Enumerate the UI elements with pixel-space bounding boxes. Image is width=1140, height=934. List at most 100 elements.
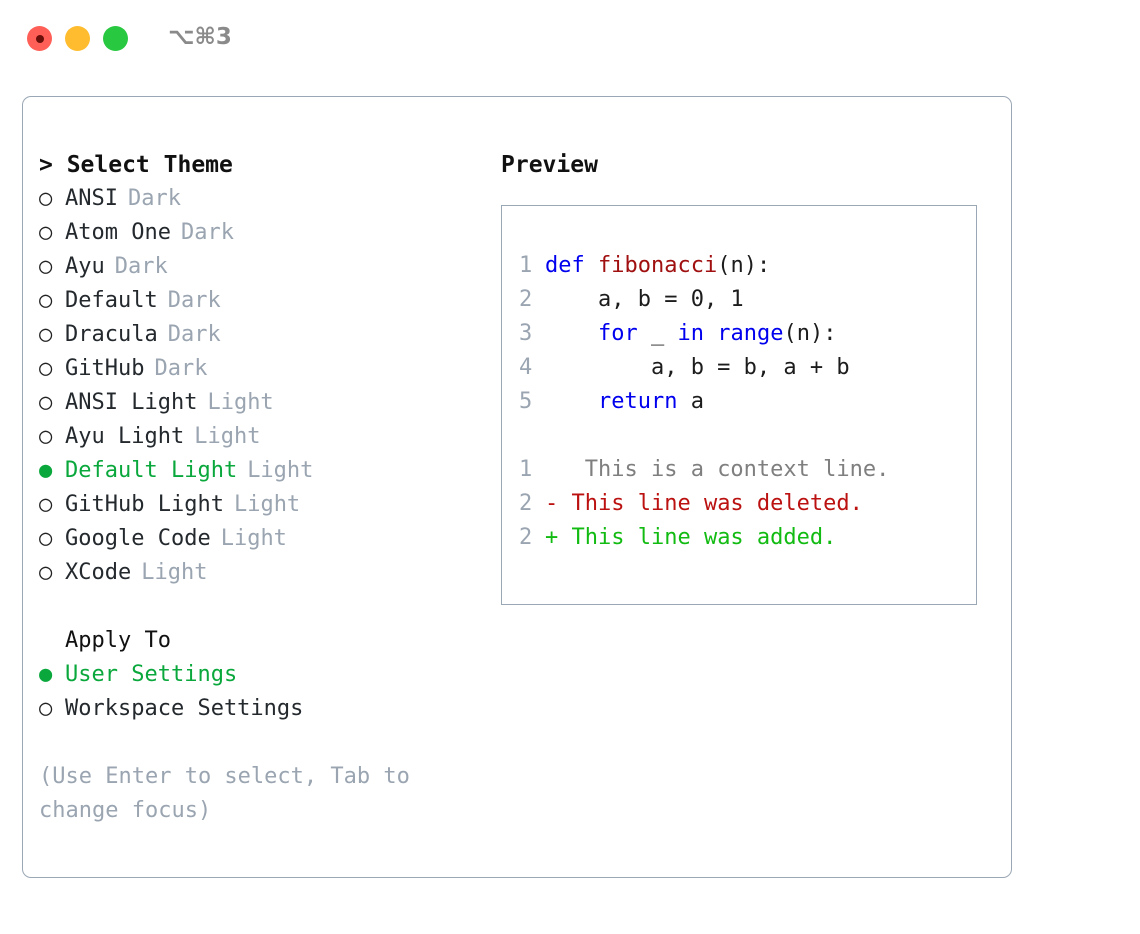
theme-label: ANSI — [65, 186, 118, 211]
code-token: for — [597, 321, 638, 346]
close-button[interactable] — [27, 26, 52, 51]
theme-label: Dracula — [65, 322, 158, 347]
line-number: 1 — [519, 457, 533, 482]
code-token: (n): — [783, 321, 837, 346]
line-number: 2 — [519, 525, 533, 550]
code-token: range — [717, 321, 784, 346]
code-line: 3 for _ in range(n): — [519, 317, 968, 351]
radio-icon: ○ — [39, 356, 53, 381]
theme-label: Google Code — [65, 526, 211, 551]
diff-sign — [545, 453, 558, 487]
theme-tag: Light — [207, 390, 274, 415]
theme-tag: Dark — [180, 220, 234, 245]
theme-tag: Dark — [114, 254, 168, 279]
title-bar: ⌥⌘3 — [0, 0, 1140, 78]
code-line: 4 a, b = b, a + b — [519, 351, 968, 385]
diff-sign: - — [545, 491, 559, 516]
code-content: def fibonacci(n): — [545, 249, 770, 283]
radio-icon: ○ — [39, 424, 53, 449]
code-blank-line — [519, 419, 968, 453]
line-number: 5 — [519, 389, 533, 414]
theme-label: GitHub — [65, 356, 145, 381]
theme-item-ansi-light[interactable]: ○ ANSI Light Light — [39, 386, 479, 420]
code-token — [545, 321, 598, 346]
theme-item-xcode[interactable]: ○ XCode Light — [39, 556, 479, 590]
theme-item-ansi-dark[interactable]: ○ ANSI Dark — [39, 182, 479, 216]
diff-sign: + — [545, 525, 559, 550]
apply-to-label: Workspace Settings — [65, 696, 304, 721]
theme-item-github-dark[interactable]: ○ GitHub Dark — [39, 352, 479, 386]
radio-icon-selected: ● — [39, 458, 53, 483]
code-content: for _ in range(n): — [545, 317, 836, 351]
maximize-button[interactable] — [103, 26, 128, 51]
code-token: fibonacci — [597, 253, 718, 278]
theme-tag: Light — [194, 424, 261, 449]
code-token: a — [677, 389, 704, 414]
keyboard-hint-text: (Use Enter to select, Tab to change focu… — [39, 764, 410, 823]
radio-icon: ○ — [39, 492, 53, 517]
theme-tag: Light — [233, 492, 301, 517]
list-spacer — [39, 590, 479, 624]
code-token: a, b = b, a + b — [545, 355, 850, 380]
theme-list: ○ ANSI Dark ○ Atom One Dark ○ Ayu Dark — [39, 182, 479, 590]
apply-to-item-user-settings[interactable]: ● User Settings — [39, 658, 479, 692]
preview-column: Preview 1 def fibonacci(n): 2 a, b = 0, … — [501, 148, 991, 605]
theme-item-github-light[interactable]: ○ GitHub Light Light — [39, 488, 479, 522]
diff-line-context: 1 This is a context line. — [519, 453, 968, 487]
theme-tag: Light — [247, 458, 314, 483]
apply-to-list: ● User Settings ○ Workspace Settings — [39, 658, 479, 726]
code-content: a, b = 0, 1 — [545, 283, 744, 317]
code-token — [704, 321, 717, 346]
theme-label: Atom One — [65, 220, 171, 245]
select-theme-header: > Select Theme — [39, 152, 233, 178]
radio-icon: ○ — [39, 322, 53, 347]
window-controls — [27, 26, 128, 51]
keyboard-shortcut-label: ⌥⌘3 — [168, 24, 232, 50]
code-token: a, b = 0, 1 — [545, 287, 744, 312]
code-token: in — [677, 321, 704, 346]
radio-icon: ○ — [39, 526, 53, 551]
theme-label: Ayu Light — [65, 424, 185, 449]
minimize-button[interactable] — [65, 26, 90, 51]
diff-content: This line was added. — [558, 525, 837, 550]
radio-icon-selected: ● — [39, 662, 53, 687]
diff-content: This is a context line. — [558, 457, 890, 482]
radio-icon: ○ — [39, 560, 53, 585]
radio-icon: ○ — [39, 186, 53, 211]
line-number: 1 — [519, 253, 533, 278]
preview-header: Preview — [501, 152, 598, 178]
code-token: _ — [637, 321, 678, 346]
code-sample: 1 def fibonacci(n): 2 a, b = 0, 1 3 for … — [519, 249, 968, 555]
diff-line-deleted: 2 - This line was deleted. — [519, 487, 968, 521]
code-token: return — [597, 389, 678, 414]
theme-tag: Light — [141, 560, 208, 585]
theme-item-ayu-light[interactable]: ○ Ayu Light Light — [39, 420, 479, 454]
theme-label: Ayu — [65, 254, 105, 279]
diff-content: This line was deleted. — [558, 491, 863, 516]
theme-item-default-dark[interactable]: ○ Default Dark — [39, 284, 479, 318]
radio-icon: ○ — [39, 390, 53, 415]
theme-item-default-light[interactable]: ● Default Light Light — [39, 454, 479, 488]
apply-to-item-workspace-settings[interactable]: ○ Workspace Settings — [39, 692, 479, 726]
code-token: def — [545, 253, 598, 278]
theme-tag: Dark — [167, 288, 221, 313]
theme-item-google-code[interactable]: ○ Google Code Light — [39, 522, 479, 556]
code-content: a, b = b, a + b — [545, 351, 850, 385]
theme-label: Default Light — [65, 458, 238, 483]
theme-item-dracula-dark[interactable]: ○ Dracula Dark — [39, 318, 479, 352]
line-number: 4 — [519, 355, 533, 380]
radio-icon: ○ — [39, 254, 53, 279]
preview-box: 1 def fibonacci(n): 2 a, b = 0, 1 3 for … — [501, 205, 977, 605]
diff-line-added: 2 + This line was added. — [519, 521, 968, 555]
code-line: 2 a, b = 0, 1 — [519, 283, 968, 317]
theme-picker-column: > Select Theme ○ ANSI Dark ○ Atom One Da… — [39, 148, 479, 828]
theme-dialog-panel: > Select Theme ○ ANSI Dark ○ Atom One Da… — [22, 96, 1012, 878]
theme-tag: Dark — [154, 356, 208, 381]
line-number: 3 — [519, 321, 533, 346]
apply-to-header: Apply To — [65, 628, 171, 653]
apply-to-label: User Settings — [65, 662, 238, 687]
code-line: 1 def fibonacci(n): — [519, 249, 968, 283]
theme-item-atom-one-dark[interactable]: ○ Atom One Dark — [39, 216, 479, 250]
theme-item-ayu-dark[interactable]: ○ Ayu Dark — [39, 250, 479, 284]
